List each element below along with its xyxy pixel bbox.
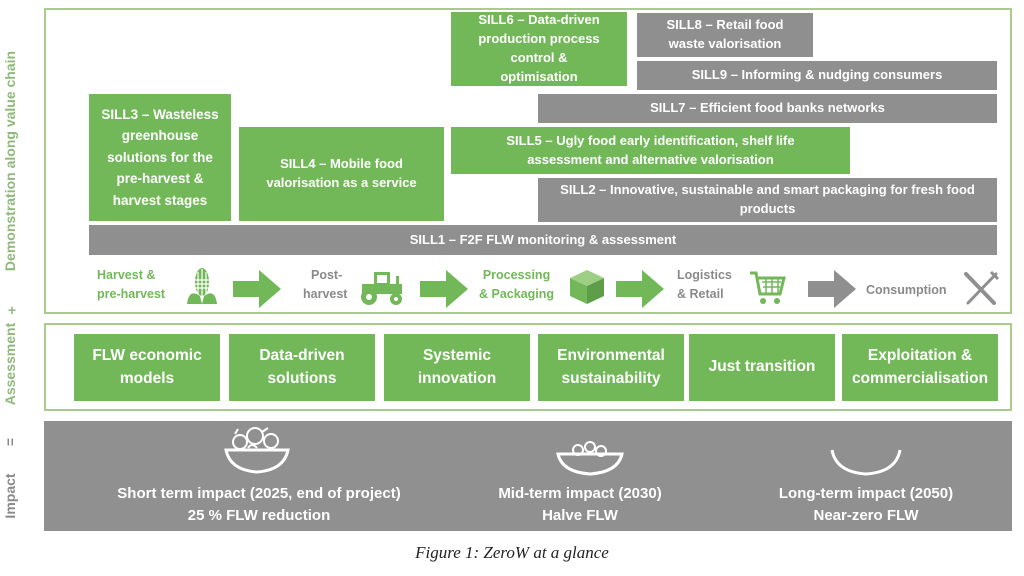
empty-bowl-icon (828, 446, 904, 476)
sill3-box: SILL3 – Wasteless greenhouse solutions f… (89, 94, 231, 221)
impact-panel (44, 421, 1012, 531)
sill9-box: SILL9 – Informing & nudging consumers (637, 61, 997, 90)
sill7-box: SILL7 – Efficient food banks networks (538, 94, 997, 123)
assessment-box-just-transition: Just transition (689, 334, 835, 401)
sill5-box: SILL5 – Ugly food early identification, … (451, 127, 850, 174)
assessment-frame (44, 323, 1012, 411)
arrow-icon (616, 270, 664, 308)
package-box-icon (568, 268, 606, 306)
arrow-icon (420, 270, 468, 308)
sill4-box: SILL4 – Mobile food valorisation as a se… (239, 127, 444, 221)
demonstration-frame (44, 8, 1012, 314)
stage-consumption: Consumption (866, 283, 947, 297)
assessment-box-environmental: Environmental sustainability (538, 334, 684, 401)
tractor-icon (358, 270, 406, 306)
stage-postharvest: Post- harvest (303, 268, 348, 302)
figure-caption: Figure 1: ZeroW at a glance (415, 543, 609, 562)
assessment-box-data-driven: Data-driven solutions (229, 334, 375, 401)
side-label-plus: + (7, 302, 17, 318)
arrow-icon (233, 270, 281, 308)
arrow-icon (808, 270, 856, 308)
stage-processing: Processing & Packaging (479, 268, 555, 302)
food-bowl-full-icon (222, 426, 292, 474)
impact-short-term: Short term impact (2025, end of project)… (117, 485, 401, 524)
sill8-box: SILL8 – Retail food waste valorisation (637, 13, 813, 57)
sill6-box: SILL6 – Data-driven production process c… (451, 12, 627, 86)
assessment-box-exploitation: Exploitation & commercialisation (842, 334, 998, 401)
side-label-equals: = (2, 437, 18, 447)
sill1-box: SILL1 – F2F FLW monitoring & assessment (89, 225, 997, 255)
fork-knife-icon (962, 270, 1000, 306)
impact-long-term: Long-term impact (2050) Near-zero FLW (778, 485, 954, 524)
stage-logistics: Logistics & Retail (677, 268, 732, 302)
side-label-impact: Impact (2, 473, 18, 519)
food-bowl-half-icon (554, 440, 626, 476)
sill2-box: SILL2 – Innovative, sustainable and smar… (538, 178, 997, 222)
shopping-cart-icon (748, 270, 786, 306)
assessment-box-systemic-innovation: Systemic innovation (384, 334, 530, 401)
assessment-box-economic-models: FLW economic models (74, 334, 220, 401)
stage-harvest: Harvest & pre-harvest (97, 268, 166, 302)
demonstration-label: Demonstration along value chain (2, 50, 18, 272)
side-label-assessment: Assessment (2, 322, 18, 406)
impact-mid-term: Mid-term impact (2030) Halve FLW (498, 485, 662, 524)
side-label-demonstration: Demonstration along value chain (2, 11, 22, 311)
corn-icon (183, 266, 221, 306)
